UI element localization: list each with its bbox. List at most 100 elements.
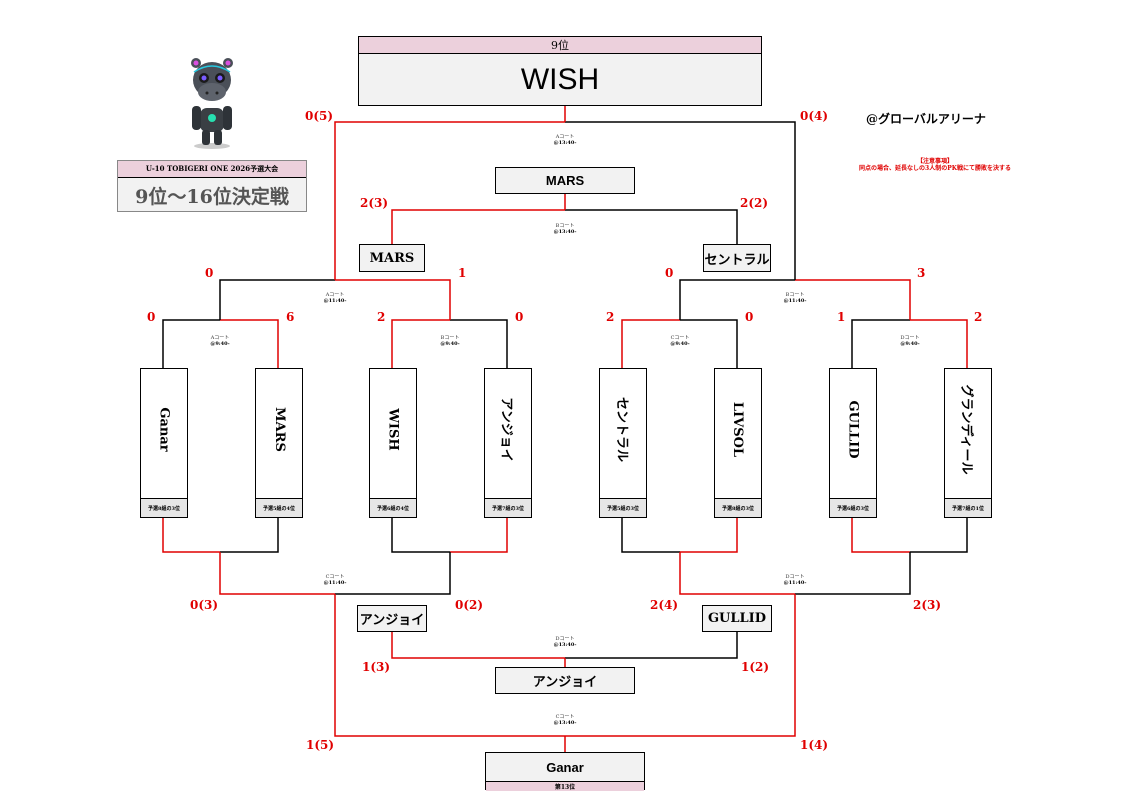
score: 1(4) (800, 738, 829, 752)
team-name: MARS (271, 406, 287, 452)
court-label: Cコート@13:40- (553, 714, 577, 726)
score: 2(3) (913, 598, 942, 612)
team-seed: 予選8組の3位 (715, 498, 761, 517)
line-lb2-left (391, 516, 450, 553)
line-lb2-right (450, 516, 508, 553)
team-name: GULLID (845, 399, 861, 459)
line-bot-right (565, 594, 796, 737)
line-lbr-left (679, 552, 795, 595)
result-box-loser-left: アンジョイ (357, 605, 427, 632)
ninth-place-box: 9位 WISH (358, 36, 762, 106)
score: 2 (606, 310, 615, 324)
score: 2(3) (360, 196, 389, 210)
result-box-r2-left: MARS (359, 244, 425, 272)
line-lbl-left (219, 552, 335, 595)
score: 2 (974, 310, 983, 324)
result-box-loser-right: GULLID (702, 605, 772, 632)
team-name: セントラル (613, 396, 629, 462)
team-box: LIVSOL 予選8組の3位 (714, 368, 762, 518)
mascot (182, 50, 242, 150)
line-lb4-right (910, 516, 968, 553)
line-top-right (565, 121, 796, 280)
team-box: Ganar 予選8組の3位 (140, 368, 188, 518)
notice-body: 同点の場合、延長なしの3人制のPK戦にて勝敗を決する (859, 165, 1011, 172)
score: 0(2) (455, 598, 484, 612)
thirteenth-place-box: Ganar 第13位 (485, 752, 645, 791)
line-lf-left (391, 632, 565, 659)
line-r2r-right (795, 279, 911, 320)
team-box: アンジョイ 予選7組の3位 (484, 368, 532, 518)
thirteenth-place-label: 第13位 (486, 781, 644, 791)
line-lb3-right (680, 516, 738, 553)
score: 0 (515, 310, 524, 324)
line-sf-right (565, 209, 738, 244)
team-seed: 予選6組の4位 (370, 498, 416, 517)
line-m3-left (621, 319, 680, 368)
team-seed: 予選5組の4位 (256, 498, 302, 517)
line-m2-left (391, 319, 450, 368)
score: 6 (286, 310, 295, 324)
thirteenth-place-winner: Ganar (546, 759, 584, 775)
line-lb1-left (162, 516, 220, 553)
ninth-place-label: 9位 (359, 37, 761, 54)
line-top-left (334, 121, 565, 280)
team-box: セントラル 予選5組の3位 (599, 368, 647, 518)
line-lbl-right (335, 552, 451, 595)
score: 0(3) (190, 598, 219, 612)
team-box: GULLID 予選6組の3位 (829, 368, 877, 518)
hippo-robot-mascot-icon (191, 58, 233, 149)
line-lb4-left (851, 516, 910, 553)
line-m4-left (851, 319, 910, 368)
score: 0 (147, 310, 156, 324)
ninth-place-winner: WISH (520, 63, 600, 96)
line-r2l-right (335, 279, 451, 320)
team-seed: 予選7組の3位 (485, 498, 531, 517)
team-name: Ganar (156, 406, 172, 452)
team-seed: 予選5組の3位 (600, 498, 646, 517)
line-r2l-left (219, 279, 335, 320)
team-box: グランディール 予選7組の1位 (944, 368, 992, 518)
court-label: Bコート@13:40- (553, 223, 577, 235)
court-label: Dコート@9:40- (900, 335, 920, 347)
line-lbr-right (795, 552, 911, 595)
score: 0(4) (800, 109, 829, 123)
court-label: Aコート@9:40- (210, 335, 230, 347)
score: 1(2) (741, 660, 770, 674)
court-label: Dコート@13:40- (553, 636, 577, 648)
score: 0 (665, 266, 674, 280)
court-label: Aコート@11:40- (323, 292, 347, 304)
team-seed: 予選8組の3位 (141, 498, 187, 517)
event-title-box: U-10 TOBIGERI ONE 2026予選大会 9位〜16位決定戦 (117, 160, 307, 212)
score: 3 (917, 266, 926, 280)
court-label: Aコート@13:40- (553, 134, 577, 146)
line-lf-right (565, 632, 738, 659)
score: 0(5) (305, 109, 334, 123)
score: 2 (377, 310, 386, 324)
line-m4-right (910, 319, 968, 368)
line-lb1-right (220, 516, 279, 553)
notice-title: 【注意事項】 (916, 158, 953, 165)
team-name: WISH (385, 407, 401, 451)
line-lb3-left (621, 516, 680, 553)
team-box: MARS 予選5組の4位 (255, 368, 303, 518)
result-box-r2-right: セントラル (703, 244, 771, 272)
court-label: Bコート@9:40- (440, 335, 460, 347)
result-box-loser-final: アンジョイ (495, 667, 635, 694)
line-sf-left (391, 209, 565, 244)
score: 0 (205, 266, 214, 280)
event-stage: 9位〜16位決定戦 (135, 186, 289, 208)
line-bot-left (334, 594, 565, 737)
team-box: WISH 予選6組の4位 (369, 368, 417, 518)
score: 1(3) (362, 660, 391, 674)
team-name: LIVSOL (730, 401, 746, 457)
line-r2r-left (679, 279, 795, 320)
result-box-final: MARS (495, 167, 635, 194)
line-m1-left (162, 319, 220, 368)
score: 2(2) (740, 196, 769, 210)
team-seed: 予選6組の3位 (830, 498, 876, 517)
court-label: Cコート@9:40- (670, 335, 690, 347)
score: 1 (458, 266, 467, 280)
court-label: Bコート@11:40- (783, 292, 807, 304)
team-name: グランディール (958, 383, 974, 475)
